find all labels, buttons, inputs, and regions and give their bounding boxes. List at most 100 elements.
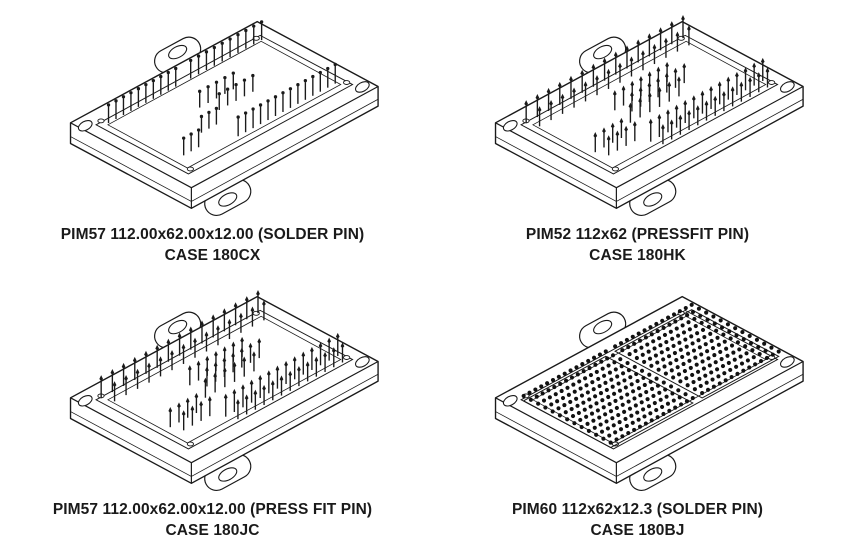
pin-tip [325,66,329,71]
pin-dot [764,355,769,360]
pin-dot [670,375,675,380]
pin-dot [729,343,734,348]
pin-tip [681,62,686,69]
pin-dot [647,356,652,361]
pin-tip [704,100,708,107]
module-isometric-drawing [494,295,804,496]
figure-case-label: CASE 180JC [165,522,260,539]
pin-dot [602,380,608,385]
pin-dot [674,326,679,331]
pin-dot [593,432,598,437]
pin-dot [616,381,621,386]
pin-dot [600,436,605,441]
pin-tip [210,314,215,321]
pin-dot [598,359,603,364]
pin-tip [256,337,261,344]
pin-dot [697,313,702,318]
pin-dot [665,315,670,320]
pin-tip [135,368,139,375]
pin-tip [154,344,159,351]
pin-dot [633,371,638,377]
pin-tip [257,374,262,381]
pin-dot [742,344,747,349]
pin-dot [589,411,594,416]
pin-tip [275,365,279,372]
pin-dot [625,431,630,436]
pin-dot [598,422,603,427]
pin-dot [701,334,706,340]
pin-dot [630,420,635,425]
pin-dot [574,403,580,408]
pin-dot [636,331,641,336]
pin-tip [214,106,218,111]
pin-tip [143,82,148,87]
pin-dot [583,383,589,388]
pin-dot [719,356,724,362]
pin-dot [751,355,756,360]
pin-dot [618,341,623,346]
pin-grid-outline [613,309,780,399]
pin-dot [653,321,658,327]
pin-tip [640,50,645,57]
pin-dot [569,406,574,412]
pin-tip [250,73,255,78]
pin-dot [661,380,666,385]
pin-tip [112,381,116,388]
pin-dot [639,400,644,405]
pin-dot [607,402,612,407]
pin-dot [608,440,613,445]
pin-dot [585,390,590,395]
pin-tip [571,87,576,94]
pin-dot [613,437,619,442]
pin-tip [244,394,249,401]
pin-dot [643,389,648,395]
pin-dot [637,338,642,343]
pin-grid-outline [522,355,694,449]
pin-dot [624,423,629,429]
pin-tip [635,39,640,46]
pin-dot [701,366,706,371]
pin-tip [199,114,203,119]
pin-dot [733,333,739,338]
pin-dot [740,368,745,373]
pin-dot [776,349,781,354]
pin-tip [222,76,227,80]
pin-dot [554,399,559,404]
pin-dot [641,359,646,364]
pin-dot [608,377,613,382]
pin-dot [696,376,701,381]
pin-dot [656,390,661,395]
pin-dot [729,374,734,380]
pin-dot [698,383,703,389]
pin-dot [669,336,674,341]
pin-tip [261,384,266,391]
pin-tip [652,43,656,50]
pin-dot [555,406,561,411]
pin-tip [261,300,266,307]
pin-dot [614,405,619,411]
pin-dot [709,338,714,344]
pin-dot [690,379,696,385]
pin-dot [677,309,682,314]
pin-tip [623,125,628,132]
pin-tip [656,66,660,73]
pin-tip [658,27,662,34]
pin-dot [608,409,613,414]
pin-dot [659,404,664,409]
pin-dot [720,364,725,369]
pin-tip [621,85,625,92]
pin-dot [586,397,591,402]
pin-dot [619,434,624,439]
pin-tip [252,389,257,396]
pin-dot [640,352,645,357]
pin-tip [665,109,670,116]
pin-tip [638,75,643,82]
pin-dot [681,330,686,335]
figure-case-label: CASE 180BJ [590,522,685,539]
pin-dot [542,405,547,410]
pin-tip [322,351,327,358]
pin-dot [615,412,620,418]
pin-tip [136,87,140,91]
pin-dot [633,403,638,408]
pin-tip [265,99,270,103]
